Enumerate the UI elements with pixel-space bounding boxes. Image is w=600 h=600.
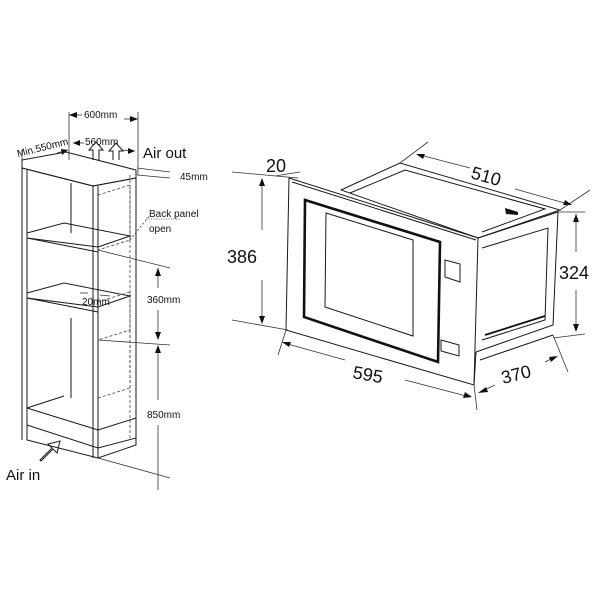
label-width-inner: 560mm bbox=[85, 137, 118, 148]
label-depth: 510 bbox=[469, 163, 503, 191]
label-back-panel-open: open bbox=[149, 224, 171, 235]
label-body-width: 370 bbox=[499, 361, 533, 388]
label-back-panel: Back panel bbox=[149, 209, 198, 220]
microwave-dimensions bbox=[231, 141, 591, 411]
label-body-height: 324 bbox=[559, 263, 589, 283]
label-front-width: 595 bbox=[351, 362, 384, 387]
label-width-outer: 600mm bbox=[84, 110, 117, 121]
label-air-in: Air in bbox=[6, 467, 40, 484]
label-front-height: 386 bbox=[227, 247, 257, 267]
cabinet-drawing bbox=[21, 151, 180, 459]
label-opening-height: 360mm bbox=[147, 295, 180, 306]
label-base-height: 850mm bbox=[147, 410, 180, 421]
label-air-out: Air out bbox=[143, 145, 187, 162]
cabinet-dimensions bbox=[21, 112, 171, 490]
air-in-arrow-icon bbox=[39, 440, 61, 462]
label-frame-depth: 20 bbox=[266, 156, 286, 176]
label-side-gap: 20mm bbox=[82, 297, 110, 308]
microwave-drawing bbox=[285, 162, 562, 386]
label-top-gap: 45mm bbox=[180, 172, 208, 183]
air-out-arrows-icon bbox=[87, 141, 125, 160]
